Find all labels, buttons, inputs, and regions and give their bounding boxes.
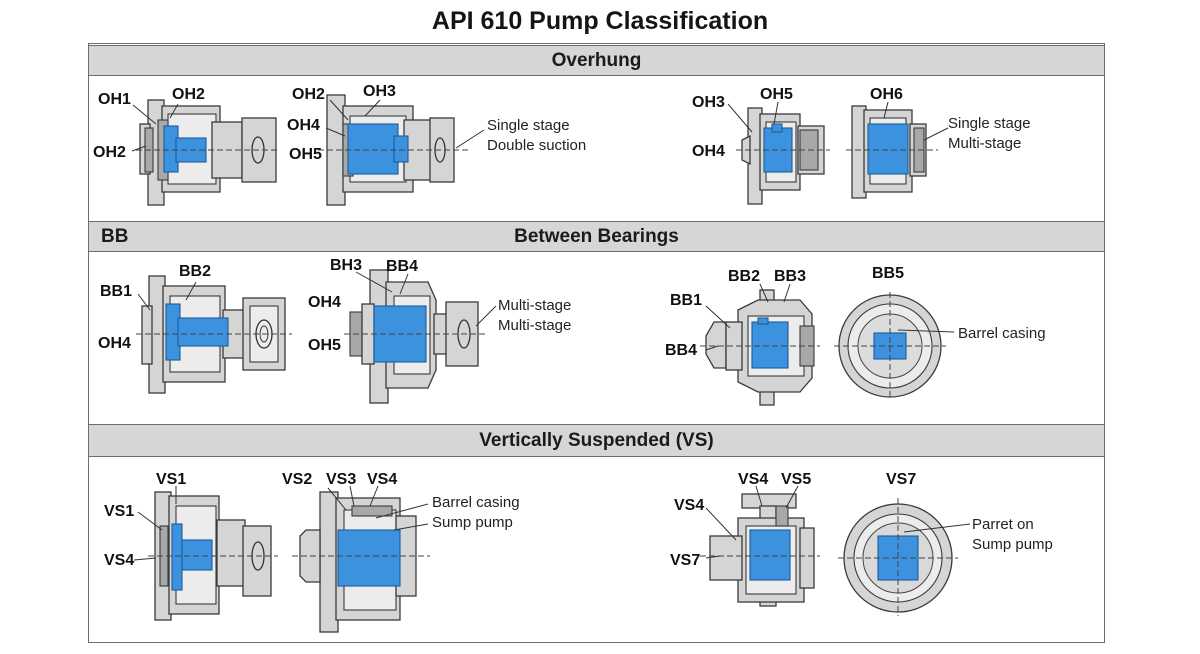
bb-b-label-4: OH5 bbox=[308, 337, 341, 354]
vs-c-label-4: VS7 bbox=[670, 552, 700, 569]
vs-c-label-1: VS4 bbox=[738, 471, 768, 488]
bb-b-label-3: OH4 bbox=[308, 294, 341, 311]
pump-bb-a bbox=[136, 275, 292, 394]
bb-a-label-3: OH4 bbox=[98, 335, 131, 352]
between-bearings-title: Between Bearings bbox=[514, 226, 679, 247]
bb-b-note-2: Multi-stage bbox=[498, 317, 571, 334]
overhung-header: Overhung bbox=[89, 45, 1104, 76]
vs-b-label-1: VS2 bbox=[282, 471, 312, 488]
pump-bb-c bbox=[700, 283, 820, 406]
bb-b-label-2: BB4 bbox=[386, 258, 418, 275]
bb-a-label-2: BB1 bbox=[100, 283, 132, 300]
oh-b-note-1: Single stage bbox=[487, 117, 570, 134]
pump-vs-c bbox=[700, 485, 820, 607]
bb-d-label-1: BB5 bbox=[872, 265, 904, 282]
between-bearings-tag: BB bbox=[101, 226, 129, 247]
oh-b-label-1: OH2 bbox=[292, 86, 325, 103]
oh-d-label-1: OH6 bbox=[870, 86, 903, 103]
bb-b-note-1: Multi-stage bbox=[498, 297, 571, 314]
pump-vs-b bbox=[292, 485, 430, 633]
pump-oh-a bbox=[131, 99, 280, 206]
vs-d-note-2: Sump pump bbox=[972, 536, 1053, 553]
pump-vs-d bbox=[838, 498, 971, 616]
vs-c-label-3: VS4 bbox=[674, 497, 704, 514]
oh-c-label-1: OH3 bbox=[692, 94, 725, 111]
vs-b-label-3: VS4 bbox=[367, 471, 397, 488]
vs-d-note-1: Parret on bbox=[972, 516, 1034, 533]
bb-c-label-1: BB2 bbox=[728, 268, 760, 285]
bb-c-label-2: BB3 bbox=[774, 268, 806, 285]
oh-a-label-1: OH1 bbox=[98, 91, 131, 108]
vs-a-label-3: VS4 bbox=[104, 552, 134, 569]
oh-c-label-2: OH5 bbox=[760, 86, 793, 103]
pump-bb-d bbox=[834, 292, 955, 400]
pump-vs-a bbox=[133, 486, 278, 621]
bb-c-label-4: BB4 bbox=[665, 342, 697, 359]
bb-c-label-3: BB1 bbox=[670, 292, 702, 309]
oh-d-note-1: Single stage bbox=[948, 115, 1031, 132]
oh-b-label-2: OH3 bbox=[363, 83, 396, 100]
between-bearings-header: BB Between Bearings bbox=[89, 221, 1104, 252]
oh-b-label-3: OH4 bbox=[287, 117, 320, 134]
vertical-title: Vertically Suspended (VS) bbox=[479, 430, 714, 451]
page-title: API 610 Pump Classification bbox=[431, 7, 769, 35]
oh-a-label-3: OH2 bbox=[93, 144, 126, 161]
pump-oh-d bbox=[846, 101, 949, 199]
bb-b-label-1: BH3 bbox=[330, 257, 362, 274]
oh-c-label-3: OH4 bbox=[692, 143, 725, 160]
oh-a-label-2: OH2 bbox=[172, 86, 205, 103]
diagram-frame bbox=[88, 43, 1105, 643]
bb-a-label-1: BB2 bbox=[179, 263, 211, 280]
overhung-title: Overhung bbox=[551, 50, 642, 71]
pump-oh-c bbox=[727, 101, 830, 205]
pump-bb-b bbox=[344, 269, 497, 404]
vs-a-label-2: VS1 bbox=[104, 503, 134, 520]
bb-d-note-1: Barrel casing bbox=[958, 325, 1046, 342]
vs-d-label-1: VS7 bbox=[886, 471, 916, 488]
pump-oh-b bbox=[318, 94, 485, 206]
oh-b-label-4: OH5 bbox=[289, 146, 322, 163]
vs-b-note-2: Sump pump bbox=[432, 514, 513, 531]
oh-d-note-2: Multi-stage bbox=[948, 135, 1021, 152]
vs-b-label-2: VS3 bbox=[326, 471, 356, 488]
oh-b-note-2: Double suction bbox=[487, 137, 586, 154]
vs-c-label-2: VS5 bbox=[781, 471, 811, 488]
vs-a-label-1: VS1 bbox=[156, 471, 186, 488]
vertical-header: Vertically Suspended (VS) bbox=[89, 424, 1104, 457]
vs-b-note-1: Barrel casing bbox=[432, 494, 520, 511]
